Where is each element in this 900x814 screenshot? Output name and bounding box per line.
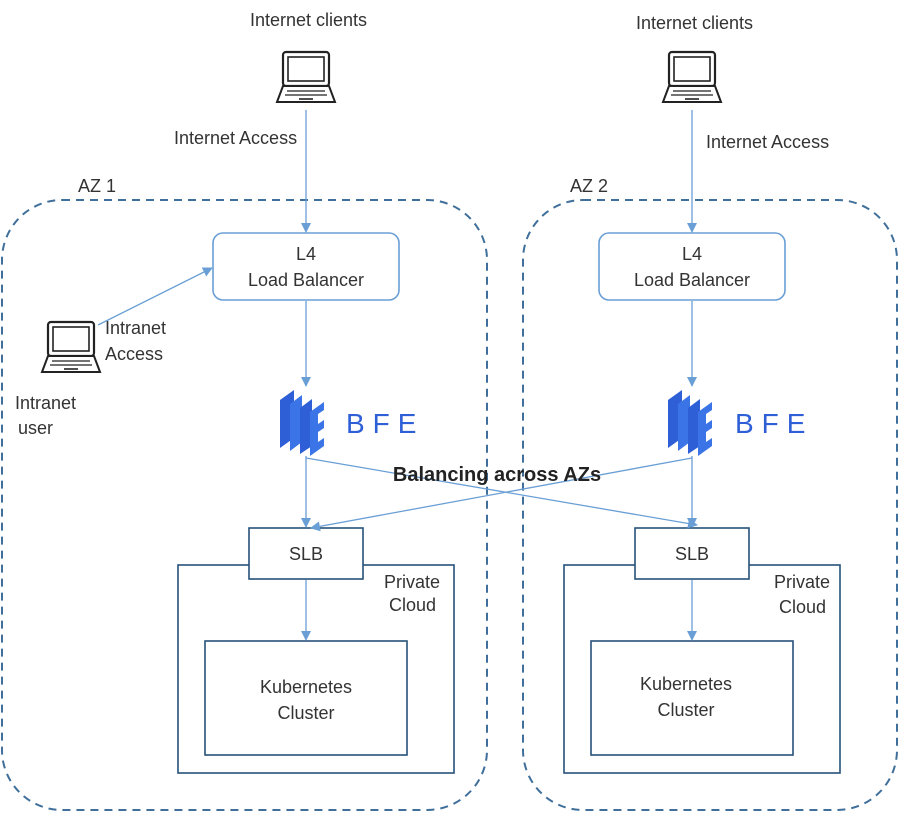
az1-cluster-line2: Cluster (277, 703, 334, 723)
bfe-logo-icon (280, 390, 324, 456)
az2-clients-label: Internet clients (636, 13, 753, 33)
arrow-intranet-to-lb (97, 267, 213, 326)
az1-private-cloud-line2: Cloud (389, 595, 436, 615)
az2-lb-line1: L4 (682, 244, 702, 264)
az1-cluster-line1: Kubernetes (260, 677, 352, 697)
az1-internet-access: Internet Access (174, 128, 297, 148)
az1-clients-label: Internet clients (250, 10, 367, 30)
az1-load-balancer (212, 232, 400, 301)
arrow-az1-bfe-to-az2-slb (305, 457, 698, 529)
az2-kubernetes-cluster (590, 640, 794, 756)
az2-lb-line2: Load Balancer (634, 270, 750, 290)
az1-kubernetes-cluster (204, 640, 408, 756)
bfe-logo-icon (668, 390, 712, 456)
az1-bfe-text: BFE (346, 408, 424, 439)
az2-label: AZ 2 (570, 176, 608, 196)
az2-cluster-line2: Cluster (657, 700, 714, 720)
arrow-az2-bfe-to-az1-slb (310, 457, 693, 532)
cross-az-label: Balancing across AZs (393, 464, 601, 486)
az2-border (522, 199, 898, 811)
intranet-access-line2: Access (105, 344, 163, 364)
intranet-user-line1: Intranet (15, 393, 76, 413)
az1-label: AZ 1 (78, 176, 116, 196)
az1-private-cloud-line1: Private (384, 572, 440, 592)
az2-private-cloud-line2: Cloud (779, 597, 826, 617)
az1-slb (248, 527, 364, 580)
intranet-access-line1: Intranet (105, 318, 166, 338)
az1-lb-line1: L4 (296, 244, 316, 264)
laptop-icon (40, 320, 102, 374)
laptop-icon (275, 50, 337, 104)
az2-private-cloud-line1: Private (774, 572, 830, 592)
laptop-icon (661, 50, 723, 104)
az2-cluster-line1: Kubernetes (640, 674, 732, 694)
az2-load-balancer (598, 232, 786, 301)
az2-slb-label: SLB (675, 544, 709, 564)
az1-border (1, 199, 488, 811)
az1-lb-line2: Load Balancer (248, 270, 364, 290)
az2-bfe-text: BFE (735, 408, 813, 439)
intranet-user-line2: user (18, 418, 53, 438)
az2-internet-access: Internet Access (706, 132, 829, 152)
az1-slb-label: SLB (289, 544, 323, 564)
